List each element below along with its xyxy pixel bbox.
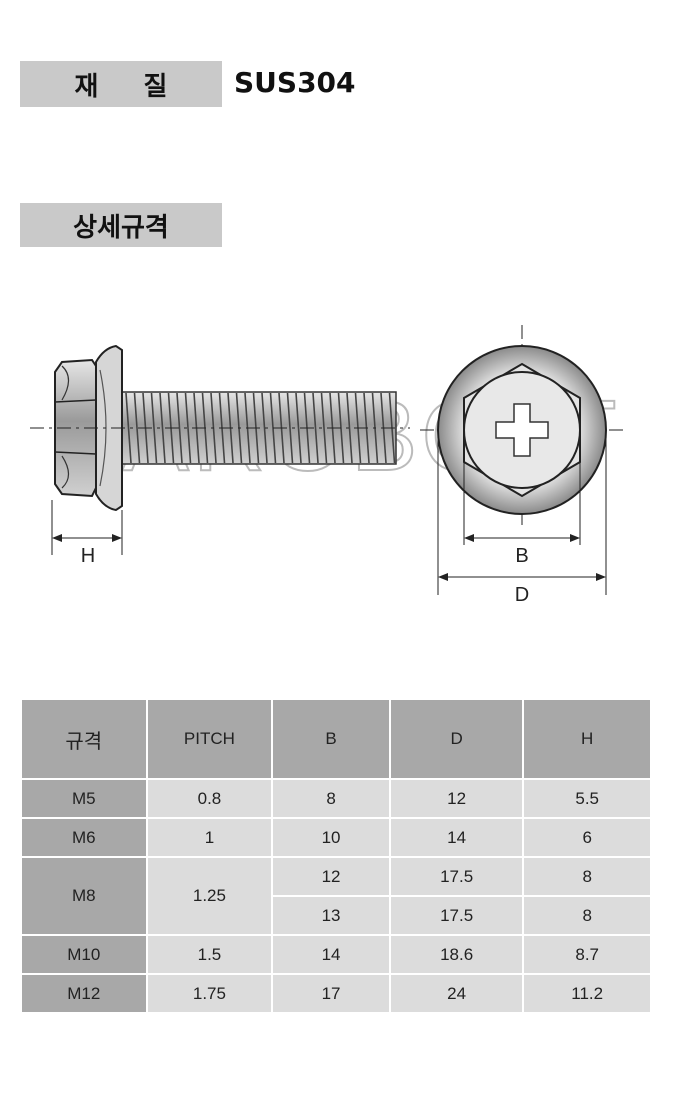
thread-line: [150, 392, 158, 464]
bolt-side-view: [30, 344, 410, 555]
cell-pitch: 1: [145, 817, 274, 858]
table-row: M12 1.75 17 24 11.2: [20, 973, 652, 1014]
thread-line: [295, 392, 302, 464]
cell-d: 24: [388, 973, 525, 1014]
cell-size: M5: [20, 778, 148, 819]
cell-b: 12: [271, 856, 391, 897]
cell-pitch: 1.5: [145, 934, 274, 975]
thread-line: [320, 392, 328, 464]
cell-size: M10: [20, 934, 148, 975]
cell-pitch: 1.25: [145, 856, 274, 936]
header-size: 규격: [20, 698, 148, 780]
material-value: SUS304: [234, 66, 356, 99]
table-row: M5 0.8 8 12 5.5: [20, 778, 652, 819]
thread-line: [286, 392, 294, 464]
thread-line: [133, 392, 141, 464]
cell-size: M6: [20, 817, 148, 858]
cell-d: 18.6: [388, 934, 525, 975]
thread-line: [159, 392, 166, 464]
spec-table: 규격 PITCH B D H M5 0.8 8 12 5.5 M6 1 10 1…: [20, 698, 652, 1014]
cell-d: 14: [388, 817, 525, 858]
table-row: M8 1.25 12 17.5 8: [20, 856, 652, 936]
thread-line: [184, 392, 192, 464]
cell-h: 5.5: [522, 778, 652, 819]
cell-h: 11.2: [522, 973, 652, 1014]
table-header-row: 규격 PITCH B D H: [20, 698, 652, 780]
cell-size: M12: [20, 973, 148, 1014]
header-pitch: PITCH: [145, 698, 274, 780]
table-row: 13 17.5 8: [21, 895, 652, 936]
table-row: M10 1.5 14 18.6 8.7: [20, 934, 652, 975]
cell-b: 10: [271, 817, 391, 858]
cell-b: 13: [271, 895, 391, 936]
thread-line: [346, 392, 353, 464]
dimension-b-label: B: [515, 545, 528, 567]
cell-b: 8: [271, 778, 391, 819]
thread-line: [176, 392, 183, 464]
thread-line: [312, 392, 319, 464]
thread-line: [125, 392, 132, 464]
table-row: M6 1 10 14 6: [20, 817, 652, 858]
cell-pitch: 1.75: [145, 973, 274, 1014]
cell-pitch: 0.8: [145, 778, 274, 819]
bolt-technical-drawing: BAROBOLT: [30, 325, 625, 606]
cell-d: 17.5: [388, 856, 525, 897]
cell-h: 8.7: [522, 934, 652, 975]
cell-b: 14: [271, 934, 391, 975]
material-label: 재 질: [20, 61, 222, 107]
cell-size: M8: [20, 856, 148, 936]
cell-b: 17: [271, 973, 391, 1014]
spec-detail-label: 상세규격: [20, 203, 222, 247]
header-d: D: [388, 698, 525, 780]
header-h: H: [522, 698, 652, 780]
bolt-front-view: [420, 325, 625, 595]
header-b: B: [271, 698, 391, 780]
cell-h: 6: [522, 817, 652, 858]
cell-h: 8: [522, 856, 652, 897]
cell-d: 17.5: [388, 895, 525, 936]
dimension-h-label: H: [81, 545, 95, 567]
thread-line: [261, 392, 268, 464]
cell-d: 12: [388, 778, 525, 819]
dimension-d-label: D: [515, 584, 529, 606]
cell-h: 8: [522, 895, 652, 936]
